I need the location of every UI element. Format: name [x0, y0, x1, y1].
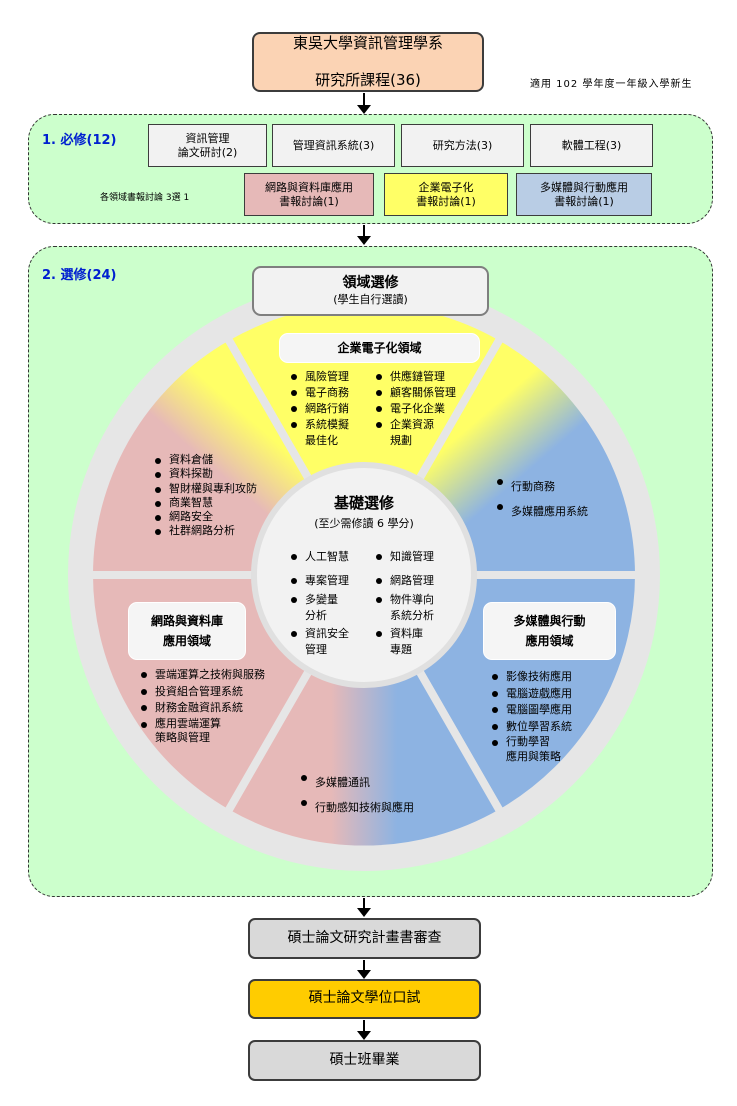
required-course-research-methods: 研究方法(3) — [401, 124, 524, 167]
applicability-note: 適用 102 學年度一年級入學新生 — [530, 79, 693, 90]
course-item: 專案管理 — [291, 573, 349, 589]
core-circle — [251, 462, 477, 688]
core-elective-title: 基礎選修 — [333, 494, 394, 512]
ebusiness-courses-right: 供應鏈管理 顧客關係管理 電子化企業 企業資源 規劃 — [376, 369, 456, 449]
course-item: 供應鏈管理 — [376, 369, 456, 385]
course-item: 財務金融資訊系統 — [141, 700, 265, 717]
course-item: 雲端運算之技術與服務 — [141, 667, 265, 684]
discussion-network-db: 網路與資料庫應用 書報討論(1) — [244, 173, 374, 216]
course-item: 網路管理 — [376, 573, 434, 589]
domain-elective-title: 領域選修 — [342, 275, 399, 292]
course-item: 智財權與專利攻防 — [155, 482, 257, 496]
course-item: 資料倉儲 — [155, 453, 257, 467]
required-course-software-engineering: 軟體工程(3) — [530, 124, 653, 167]
course-item: 社群網路分析 — [155, 524, 257, 538]
oral-exam-box: 碩士論文學位口試 — [248, 979, 481, 1019]
course-item: 企業資源 規劃 — [376, 417, 456, 449]
required-title: 1. 必修(12) — [42, 133, 117, 148]
flow-arrow — [357, 225, 371, 245]
course-item: 網路安全 — [155, 510, 257, 524]
multimedia-domain-title: 多媒體與行動 應用領域 — [483, 602, 616, 660]
discussion-choice-label: 各領域書報討論 3選 1 — [100, 193, 190, 203]
course-item: 物件導向 系統分析 — [376, 592, 434, 624]
graduation-box: 碩士班畢業 — [248, 1040, 481, 1081]
course-item: 行動商務 — [497, 474, 588, 499]
course-item: 數位學習系統 — [492, 719, 572, 736]
domain-elective-box: 領域選修 (學生自行選讀) — [252, 266, 489, 316]
discussion-multimedia-mobile: 多媒體與行動應用 書報討論(1) — [516, 173, 652, 216]
course-item: 多媒體通訊 — [301, 770, 414, 795]
course-item: 商業智慧 — [155, 496, 257, 510]
course-item: 應用雲端運算 策略與管理 — [141, 717, 265, 747]
course-item: 系統模擬 最佳化 — [291, 417, 349, 449]
course-item: 網路行銷 — [291, 401, 349, 417]
course-item: 行動學習 應用與策略 — [492, 735, 572, 765]
course-item: 投資組合管理系統 — [141, 684, 265, 701]
course-item: 電腦圖學應用 — [492, 702, 572, 719]
course-item: 電子商務 — [291, 385, 349, 401]
ebusiness-domain-title: 企業電子化領域 — [279, 333, 480, 363]
domain-elective-subtitle: (學生自行選讀) — [333, 292, 408, 306]
course-item: 資料庫 專題 — [376, 626, 434, 658]
network-domain-title-line2: 應用領域 — [162, 634, 211, 648]
program-title-line1: 東吳大學資訊管理學系 — [292, 33, 443, 52]
elective-title: 2. 選修(24) — [42, 268, 117, 283]
course-item: 知識管理 — [376, 549, 434, 565]
core-courses-left: 人工智慧 專案管理 多變量 分析 資訊安全 管理 — [291, 549, 349, 658]
flow-arrow — [357, 898, 371, 917]
flow-arrow — [357, 93, 371, 114]
ebusiness-courses-left: 風險管理 電子商務 網路行銷 系統模擬 最佳化 — [291, 369, 349, 449]
program-title-box: 東吳大學資訊管理學系 研究所課程(36) — [252, 32, 484, 92]
course-item: 資料探勘 — [155, 467, 257, 481]
course-item: 影像技術應用 — [492, 669, 572, 686]
course-item: 人工智慧 — [291, 549, 349, 565]
core-courses-right: 知識管理 網路管理 物件導向 系統分析 資料庫 專題 — [376, 549, 434, 658]
required-course-mis: 管理資訊系統(3) — [272, 124, 395, 167]
course-item: 電子化企業 — [376, 401, 456, 417]
course-item: 顧客關係管理 — [376, 385, 456, 401]
course-item: 資訊安全 管理 — [291, 626, 349, 658]
discussion-ebusiness: 企業電子化 書報討論(1) — [384, 173, 508, 216]
core-elective-subtitle: (至少需修讀 6 學分) — [314, 517, 414, 530]
upper-right-courses: 行動商務 多媒體應用系統 — [497, 474, 588, 525]
multimedia-domain-title-line1: 多媒體與行動 — [513, 613, 586, 628]
network-domain-title-line1: 網路與資料庫 — [150, 613, 223, 628]
flow-arrow — [357, 960, 371, 979]
course-item: 行動感知技術與應用 — [301, 795, 414, 820]
course-item: 多變量 分析 — [291, 592, 349, 624]
flow-arrow — [357, 1020, 371, 1040]
course-item: 多媒體應用系統 — [497, 499, 588, 524]
upper-left-courses: 資料倉儲 資料探勘 智財權與專利攻防 商業智慧 網路安全 社群網路分析 — [155, 453, 257, 539]
bottom-sector-courses: 多媒體通訊 行動感知技術與應用 — [301, 770, 414, 821]
thesis-proposal-review-box: 碩士論文研究計畫書審查 — [248, 918, 481, 959]
network-domain-courses: 雲端運算之技術與服務 投資組合管理系統 財務金融資訊系統 應用雲端運算 策略與管… — [141, 667, 265, 746]
multimedia-domain-title-line2: 應用領域 — [525, 634, 574, 648]
course-item: 電腦遊戲應用 — [492, 686, 572, 703]
required-course-thesis-seminar: 資訊管理 論文研討(2) — [148, 124, 267, 167]
program-title-line2: 研究所課程(36) — [315, 71, 421, 90]
multimedia-domain-courses: 影像技術應用 電腦遊戲應用 電腦圖學應用 數位學習系統 行動學習 應用與策略 — [492, 669, 572, 765]
wheel-sector-bottom — [221, 566, 507, 854]
course-item: 風險管理 — [291, 369, 349, 385]
network-domain-title: 網路與資料庫 應用領域 — [128, 602, 246, 660]
